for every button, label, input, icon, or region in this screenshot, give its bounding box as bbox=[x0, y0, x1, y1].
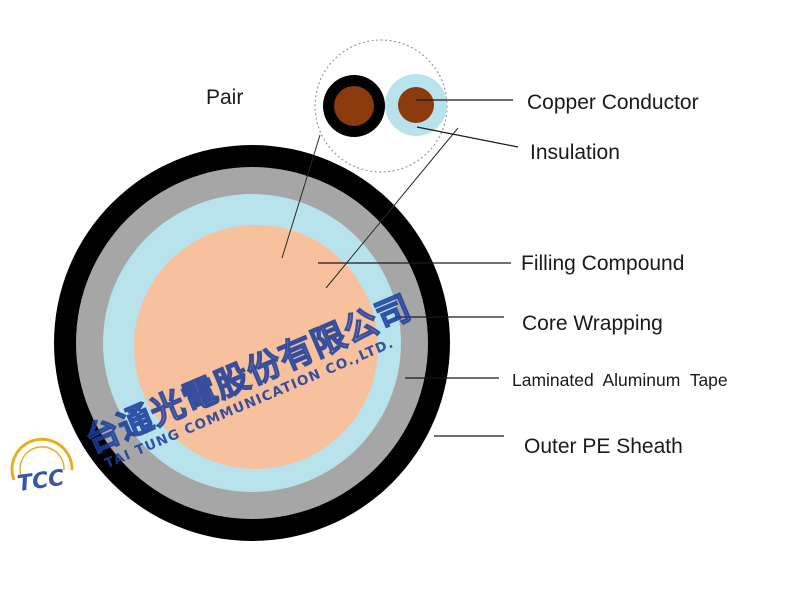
label-insulation: Insulation bbox=[530, 141, 620, 164]
cable-cross-section bbox=[54, 145, 450, 541]
copper-core-icon bbox=[398, 87, 434, 123]
pair-detail bbox=[281, 39, 459, 289]
pair-zoom-circle bbox=[314, 39, 448, 173]
logo-ring-icon bbox=[10, 437, 74, 481]
label-pair: Pair bbox=[206, 86, 243, 109]
wire-dark-insulated bbox=[323, 75, 385, 137]
label-filling-compound: Filling Compound bbox=[521, 252, 684, 275]
label-outer-pe-sheath: Outer PE Sheath bbox=[524, 435, 683, 458]
label-core-wrapping: Core Wrapping bbox=[522, 312, 663, 335]
logo-ring-inner-icon bbox=[19, 446, 65, 479]
label-copper-conductor: Copper Conductor bbox=[527, 91, 699, 114]
logo-text: TCC bbox=[16, 466, 66, 497]
labels: Pair Copper Conductor Insulation Filling… bbox=[206, 86, 728, 458]
tcc-logo-icon: TCC bbox=[10, 437, 74, 497]
filling-compound-core bbox=[134, 225, 378, 469]
zoom-guide-line-right bbox=[325, 127, 459, 289]
leader-insulation bbox=[416, 126, 519, 148]
leader-lines bbox=[318, 99, 519, 437]
label-laminated-aluminum-tape: Laminated Aluminum Tape bbox=[512, 370, 728, 390]
zoom-guide-line-left bbox=[281, 134, 321, 259]
copper-core-icon bbox=[334, 86, 374, 126]
wire-light-insulated bbox=[385, 74, 447, 136]
